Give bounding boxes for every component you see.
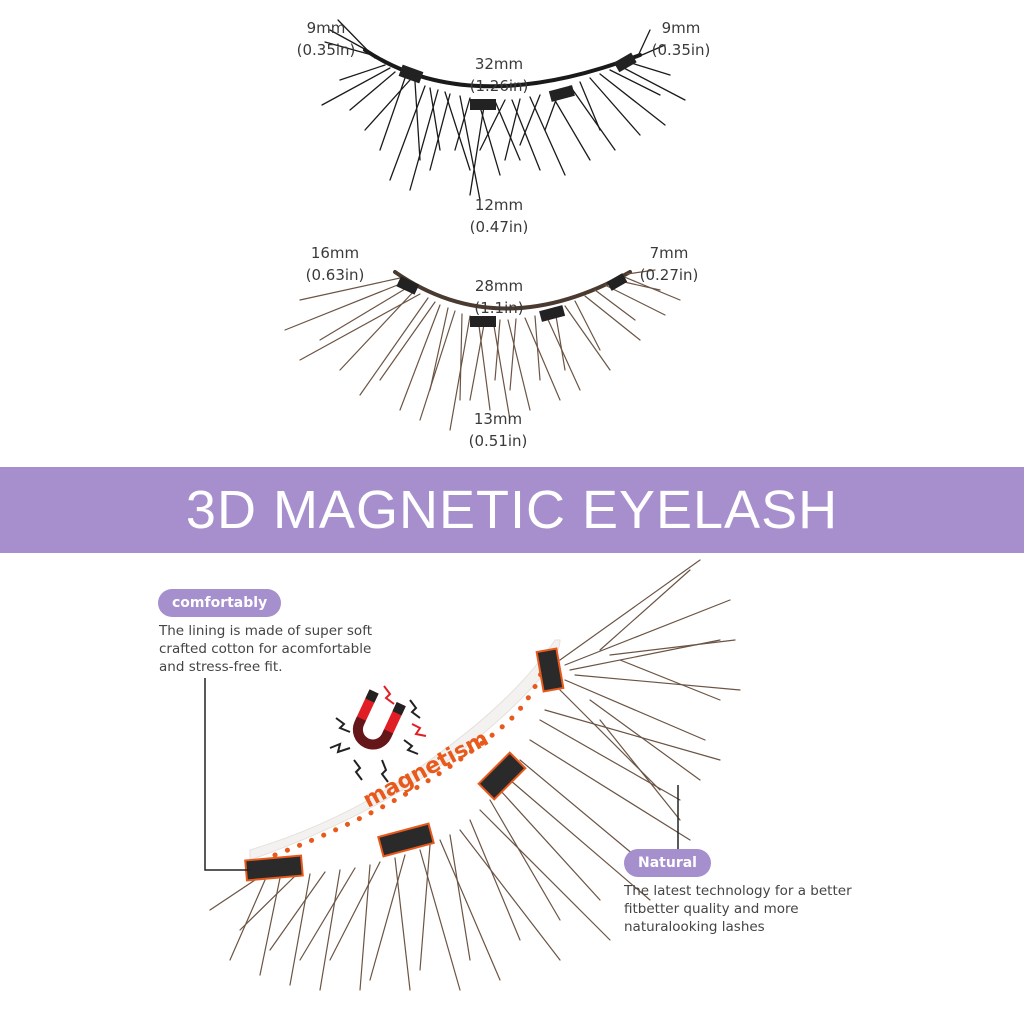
natural-badge: Natural <box>624 849 711 877</box>
measure-in: (0.47in) <box>469 218 529 236</box>
spark-icons <box>329 685 427 783</box>
magnetism-label-wrap: magnetism <box>360 726 490 813</box>
upper-left-measure: 9mm (0.35in) <box>296 17 356 61</box>
measure-mm: 9mm <box>661 19 701 37</box>
natural-description: The latest technology for a better fitbe… <box>624 882 852 936</box>
banner-title: 3D MAGNETIC EYELASH <box>185 480 839 540</box>
measure-mm: 28mm <box>474 277 524 295</box>
description-line: The latest technology for a better <box>624 883 852 899</box>
lower-center-measure: 13mm (0.51in) <box>460 408 536 452</box>
measure-in: (0.35in) <box>296 41 356 59</box>
upper-right-measure: 9mm (0.35in) <box>651 17 711 61</box>
magnetic-lash-closeup <box>204 559 741 991</box>
upper-width-measure: 32mm (1.26in) <box>462 53 536 97</box>
description-line: crafted cotton for acomfortable <box>159 641 372 657</box>
measure-mm: 7mm <box>649 244 689 262</box>
measure-in: (0.51in) <box>468 432 528 450</box>
magnetism-label: magnetism <box>360 726 490 813</box>
description-line: fitbetter quality and more <box>624 901 799 917</box>
measure-in: (0.27in) <box>639 266 699 284</box>
measure-mm: 13mm <box>473 410 523 428</box>
description-line: The lining is made of super soft <box>159 623 373 639</box>
measure-in: (1.26in) <box>469 77 529 95</box>
measure-mm: 32mm <box>474 55 524 73</box>
lower-width-measure: 28mm (1.1in) <box>462 275 536 319</box>
measure-mm: 12mm <box>474 196 524 214</box>
measure-in: (0.63in) <box>305 266 365 284</box>
comfortably-description: The lining is made of super soft crafted… <box>159 622 372 676</box>
description-line: naturalooking lashes <box>624 919 765 935</box>
upper-center-measure: 12mm (0.47in) <box>462 194 536 238</box>
measure-in: (0.35in) <box>651 41 711 59</box>
lower-right-measure: 7mm (0.27in) <box>636 242 702 286</box>
horseshoe-magnet-icon <box>352 689 406 750</box>
measure-mm: 16mm <box>310 244 360 262</box>
lower-lash-image <box>284 269 681 431</box>
lower-left-measure: 16mm (0.63in) <box>302 242 368 286</box>
measure-in: (1.1in) <box>474 299 524 317</box>
title-banner: 3D MAGNETIC EYELASH <box>0 467 1024 553</box>
measure-mm: 9mm <box>306 19 346 37</box>
description-line: and stress-free fit. <box>159 659 283 675</box>
upper-lash-image <box>321 19 686 201</box>
comfortably-badge: comfortably <box>158 589 282 617</box>
